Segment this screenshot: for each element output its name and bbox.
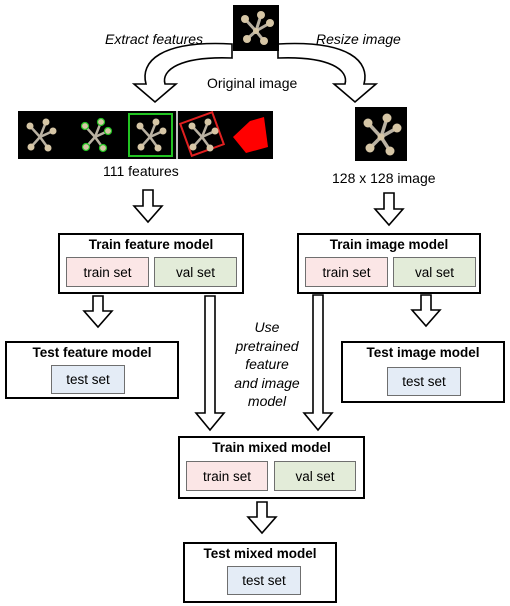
resize-image-label: Resize image [316,31,401,47]
test-image-model-title: Test image model [366,345,480,360]
test-set-chip: test set [387,367,461,396]
val-set-chip: val set [274,461,356,491]
pretrained-note: Use pretrained feature and image model [234,319,300,409]
train-set-chip: train set [186,461,268,491]
train-mixed-model-title: Train mixed model [212,440,331,455]
test-feature-model-title: Test feature model [32,345,152,360]
test-set-chip: test set [51,365,125,394]
val-set-chip: val set [154,257,237,287]
train-set-chip: train set [305,257,388,287]
arrow-feature-to-mixed [194,295,226,432]
feature-count-label: 111 features [103,163,179,179]
test-set-chip: test set [227,566,301,595]
original-image-label: Original image [207,75,298,91]
arrow-extract-features [131,42,233,104]
train-image-model-box: Train image model train set val set [297,233,481,294]
arrow-image-to-train [373,192,405,227]
test-feature-model-box: Test feature model test set [5,341,179,399]
train-feature-model-box: Train feature model train set val set [58,233,244,294]
arrow-features-to-train [132,189,164,224]
arrow-train-to-test-image [410,294,442,328]
image-size-label: 128 x 128 image [332,170,436,186]
test-image-model-box: Test image model test set [341,341,505,403]
train-set-chip: train set [66,257,149,287]
arrow-resize-image [277,42,379,104]
extract-features-label: Extract features [105,31,204,47]
feature-extraction-strip [18,110,273,159]
val-set-chip: val set [393,257,476,287]
test-mixed-model-box: Test mixed model test set [183,542,337,603]
test-mixed-model-title: Test mixed model [203,546,317,561]
arrow-train-to-test-feature [82,295,114,329]
resized-image-thumbnail [355,107,407,161]
train-mixed-model-box: Train mixed model train set val set [178,436,365,499]
train-image-model-title: Train image model [329,237,449,252]
train-feature-model-title: Train feature model [88,237,214,252]
original-image-thumbnail [233,5,279,51]
arrow-image-to-mixed [302,294,334,432]
arrow-train-to-test-mixed [246,501,278,535]
